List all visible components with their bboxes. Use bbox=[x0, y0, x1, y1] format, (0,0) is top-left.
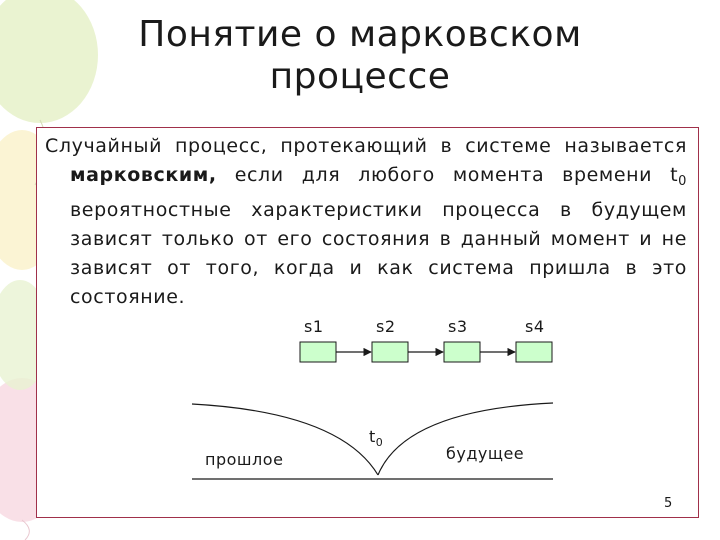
state-label-s2: s2 bbox=[376, 317, 396, 336]
slide-title: Понятие о марковском процессе bbox=[60, 14, 660, 98]
state-label-s4: s4 bbox=[525, 317, 545, 336]
balloon-green-shape bbox=[0, 0, 98, 123]
past-label: прошлое bbox=[205, 450, 284, 469]
state-box-s2 bbox=[371, 341, 409, 363]
page-number: 5 bbox=[664, 496, 673, 511]
slide-title-line-2: процессе bbox=[269, 56, 451, 97]
t0-letter: t bbox=[369, 427, 376, 446]
t0-subscript: 0 bbox=[375, 436, 384, 450]
state-label-s1: s1 bbox=[304, 317, 324, 336]
definition-t-subscript: 0 bbox=[678, 174, 687, 189]
state-box-s1 bbox=[299, 341, 337, 363]
state-box-s4 bbox=[515, 341, 553, 363]
slide-title-line-1: Понятие о марковском bbox=[138, 14, 582, 55]
definition-part-2: если для любого момента времени t bbox=[216, 164, 679, 186]
past-curve bbox=[191, 403, 379, 476]
definition-text: Случайный процесс, протекающий в системе… bbox=[45, 132, 687, 312]
state-box-s3 bbox=[443, 341, 481, 363]
balloon-string-2 bbox=[21, 519, 30, 540]
definition-bold-term: марковским, bbox=[70, 164, 217, 186]
definition-paragraph: Случайный процесс, протекающий в системе… bbox=[45, 132, 687, 312]
t0-label: t0 bbox=[369, 427, 383, 449]
definition-part-1: Случайный процесс, протекающий в системе… bbox=[45, 135, 687, 157]
future-curve bbox=[377, 402, 554, 476]
future-label: будущее bbox=[446, 444, 525, 463]
content-frame bbox=[36, 127, 699, 518]
state-label-s3: s3 bbox=[448, 317, 468, 336]
definition-part-3: вероятностные характеристики процесса в … bbox=[70, 199, 687, 308]
